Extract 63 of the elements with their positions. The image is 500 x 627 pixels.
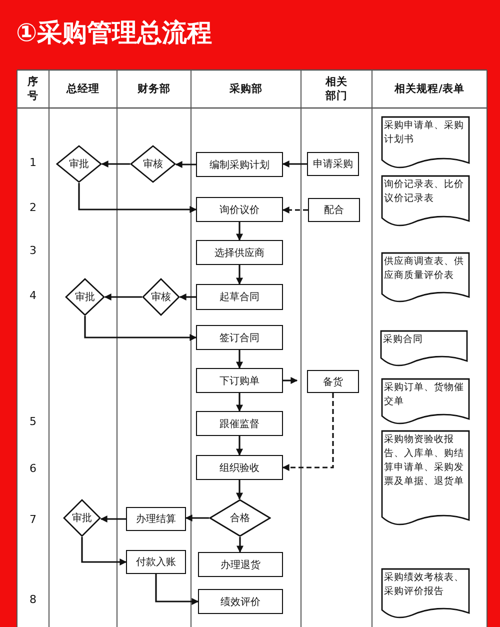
- row-number: 6: [28, 462, 38, 477]
- process-box: 起草合同: [196, 284, 283, 310]
- process-box: 下订购单: [196, 368, 283, 393]
- process-box: 编制采购计划: [196, 152, 283, 177]
- arrow: [100, 516, 126, 522]
- title: ①采购管理总流程: [16, 17, 212, 49]
- process-box: 询价议价: [196, 197, 283, 222]
- row-number: 3: [28, 244, 38, 259]
- decision-diamond: 审批: [65, 278, 105, 316]
- arrow: [236, 265, 243, 285]
- decision-diamond: 审核: [130, 145, 176, 183]
- arrow: [84, 316, 197, 341]
- arrow: [78, 183, 197, 213]
- arrow: [104, 294, 142, 300]
- row-number: 2: [28, 201, 38, 216]
- row-number: 5: [28, 415, 38, 430]
- arrow: [236, 436, 243, 456]
- document-shape: 采购物资验收报告、入库单、购结算申请单、采购发票及单据、退货单: [381, 430, 470, 526]
- row-number: 1: [28, 156, 38, 171]
- column-header: 总经理: [65, 82, 100, 97]
- process-box: 配合: [308, 198, 360, 222]
- arrow: [179, 294, 196, 300]
- arrow: [101, 160, 130, 168]
- arrow: [283, 377, 298, 384]
- arrow: [236, 480, 243, 500]
- decision-diamond: 合格: [209, 499, 271, 537]
- document-shape: 采购订单、货物催交单: [381, 378, 470, 425]
- arrow: [185, 514, 209, 522]
- row-number: 8: [28, 593, 38, 608]
- arrow: [282, 160, 307, 168]
- decision-diamond: 审批: [56, 145, 102, 183]
- document-shape: 采购申请单、采购计划书: [381, 116, 470, 169]
- dashed-arrow: [282, 206, 308, 214]
- arrow: [236, 393, 243, 412]
- column-header: 相关部门: [324, 75, 348, 104]
- process-box: 办理退货: [198, 552, 283, 577]
- process-box: 申请采购: [307, 152, 359, 176]
- document-shape: 供应商调查表、供应商质量评价表: [381, 252, 470, 303]
- row-number: 4: [28, 289, 38, 304]
- process-box: 备货: [307, 370, 359, 393]
- column-header: 财务部: [136, 82, 172, 97]
- decision-diamond: 审核: [142, 278, 180, 316]
- process-box: 选择供应商: [196, 240, 283, 265]
- column-header: 采购部: [228, 82, 264, 97]
- process-box: 绩效评价: [198, 589, 283, 614]
- process-box: 付款入账: [126, 550, 186, 574]
- decision-diamond: 审批: [63, 499, 101, 537]
- arrow: [155, 574, 199, 605]
- process-box: 组织验收: [196, 455, 283, 480]
- process-box: 跟催监督: [196, 411, 283, 436]
- dashed-arrow: [282, 393, 334, 471]
- process-box: 签订合同: [196, 325, 283, 350]
- document-shape: 询价记录表、比价议价记录表: [381, 175, 470, 227]
- row-number: 7: [28, 513, 38, 528]
- arrow: [236, 537, 244, 553]
- document-shape: 采购绩效考核表、采购评价报告: [381, 568, 470, 619]
- column-header: 相关规程/表单: [393, 82, 466, 97]
- arrow: [236, 350, 243, 369]
- process-box: 办理结算: [126, 507, 186, 531]
- arrow: [175, 161, 196, 168]
- arrow: [81, 537, 127, 566]
- column-header: 序号: [26, 74, 40, 104]
- arrow: [236, 222, 243, 241]
